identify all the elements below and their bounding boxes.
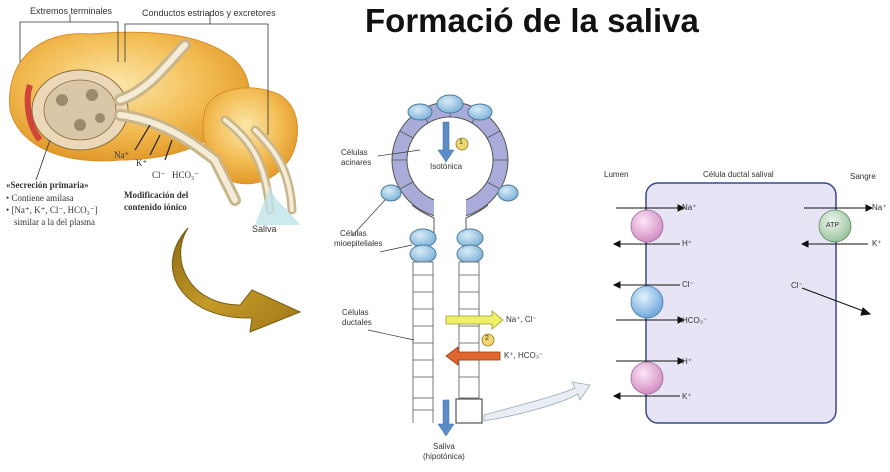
ion-cl-lumen: Cl⁻ <box>682 280 694 289</box>
label-saliva: Saliva <box>433 442 455 451</box>
modificacion-label-1: Modificación del <box>124 190 189 200</box>
ion-k-lumen: K⁺ <box>682 392 692 401</box>
transporter-h-k <box>630 361 664 395</box>
gland-ion-k: K⁺ <box>136 158 148 168</box>
label-mioepiteliales-2: mioepiteliales <box>334 239 383 248</box>
ion-hco3-lumen: HCO₃⁻ <box>682 316 708 325</box>
label-lumen: Lumen <box>604 170 629 179</box>
label-celulas-acinares-1: Células <box>341 148 368 157</box>
label-mioepiteliales-1: Células <box>340 229 367 238</box>
gland-saliva-label: Saliva <box>252 224 277 234</box>
step-2: 2 <box>485 335 489 342</box>
ion-h-in: H⁺ <box>682 357 692 366</box>
modificacion-label-2: contenido iónico <box>124 202 187 212</box>
label-in-ions: K⁺, HCO₃⁻ <box>504 351 544 360</box>
cell-title: Célula ductal salival <box>703 170 774 179</box>
gland-ion-na: Na⁺ <box>114 150 130 160</box>
ion-k-blood: K⁺ <box>872 239 882 248</box>
label-hipotonica: (hipotónica) <box>423 452 465 461</box>
atp-pump <box>818 209 852 243</box>
gland-ion-hco3: HCO₃⁻ <box>172 170 199 180</box>
atp-label: ATP <box>826 222 840 229</box>
cell-body <box>645 182 837 424</box>
label-sangre: Sangre <box>850 172 876 181</box>
label-ductales-1: Células <box>342 308 369 317</box>
step-1: 1 <box>459 139 463 146</box>
secrecion-bullet-amilasa: • Contiene amilasa <box>6 193 74 203</box>
saliva-drip <box>255 185 300 225</box>
label-isotonica: Isotónica <box>430 162 463 171</box>
ion-na-blood: Na⁺ <box>872 203 887 212</box>
zoom-arrow <box>483 381 591 422</box>
label-ductales-2: ductales <box>342 318 372 327</box>
flow-arrow <box>171 227 302 333</box>
secrecion-bullet-plasma: similar a la del plasma <box>14 217 95 227</box>
label-extremos-terminales: Extremos terminales <box>30 6 113 16</box>
transporter-na-h <box>630 209 664 243</box>
secrecion-bullet-ions: • [Na⁺, K⁺, Cl⁻, HCO₃⁻] <box>6 205 98 215</box>
ion-cl-blood: Cl⁻ <box>791 281 803 290</box>
label-celulas-acinares-2: acinares <box>341 158 372 167</box>
gland-ion-cl: Cl⁻ <box>152 170 166 180</box>
ductal-wall-right <box>458 261 480 399</box>
ductal-wall-left <box>412 261 434 399</box>
ion-na-lumen: Na⁺ <box>682 203 697 212</box>
label-conductos: Conductos estriados y excretores <box>142 8 276 18</box>
secrecion-primaria-title: «Secreción primaria» <box>6 180 89 190</box>
label-out-ions: Na⁺, Cl⁻ <box>506 315 537 324</box>
page-title: Formació de la saliva <box>365 2 699 39</box>
transporter-cl-hco3 <box>630 285 664 319</box>
ion-h-out: H⁺ <box>682 239 692 248</box>
